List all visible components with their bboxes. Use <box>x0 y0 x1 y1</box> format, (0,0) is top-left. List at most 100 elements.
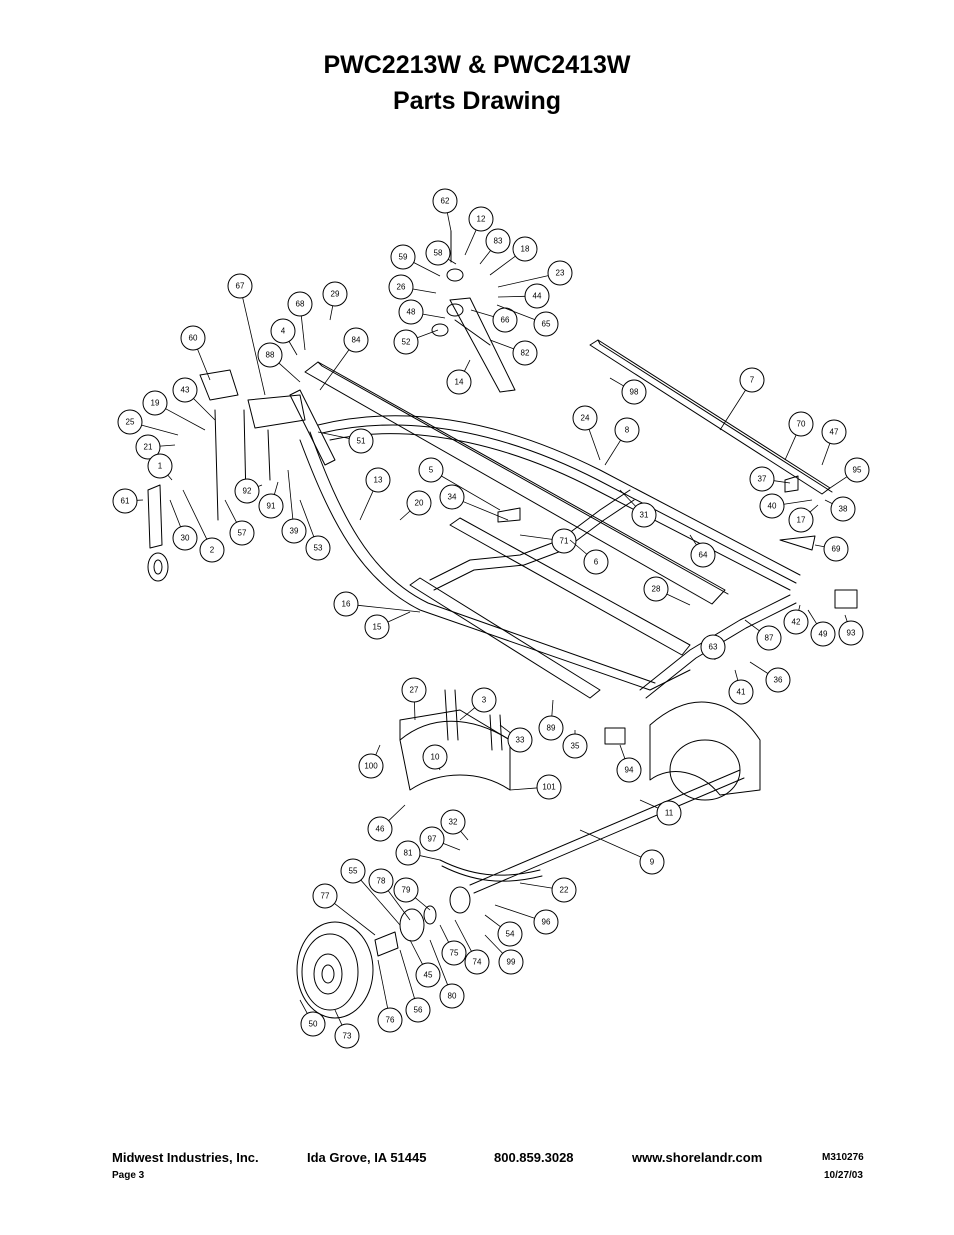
part-callout-81: 81 <box>395 840 441 866</box>
callout-number: 8 <box>625 426 630 435</box>
callout-number: 97 <box>428 835 437 844</box>
callout-balloon <box>498 949 524 975</box>
callout-number: 10 <box>431 753 440 762</box>
leader-line <box>387 611 411 623</box>
fender-right <box>649 701 761 796</box>
leader-line <box>441 475 501 511</box>
part-callout-36: 36 <box>749 661 791 693</box>
callout-number: 14 <box>455 378 464 387</box>
callout-balloon <box>334 1023 360 1049</box>
part-callout-93: 93 <box>838 614 864 646</box>
leader-line <box>159 444 176 447</box>
leader-line <box>357 604 421 613</box>
part-callout-28: 28 <box>643 576 691 606</box>
callout-balloon <box>135 434 161 460</box>
callout-balloon <box>365 467 391 493</box>
callout-balloon <box>401 677 427 703</box>
part-callout-76: 76 <box>377 959 403 1033</box>
leader-line <box>826 476 848 491</box>
part-callout-24: 24 <box>572 405 601 461</box>
callout-number: 93 <box>847 629 856 638</box>
callout-number: 44 <box>533 292 542 301</box>
footer-company: Midwest Industries, Inc. <box>112 1150 259 1165</box>
callout-balloon <box>432 188 458 214</box>
callout-number: 62 <box>441 197 450 206</box>
callout-number: 98 <box>630 388 639 397</box>
leader-line <box>479 250 491 265</box>
leader-line <box>784 434 797 461</box>
part-callout-65: 65 <box>496 304 559 337</box>
part-callout-19: 19 <box>142 390 206 431</box>
leader-line <box>824 499 833 504</box>
footer-website[interactable]: www.shorelandr.com <box>632 1150 763 1165</box>
callout-number: 28 <box>652 585 661 594</box>
leader-line <box>454 919 472 952</box>
part-callout-8: 8 <box>604 417 640 466</box>
callout-number: 7 <box>750 376 755 385</box>
part-callout-41: 41 <box>728 669 754 705</box>
part-callout-53: 53 <box>299 499 331 561</box>
part-callout-60: 60 <box>180 325 211 381</box>
callout-balloon <box>287 291 313 317</box>
part-callout-13: 13 <box>359 467 391 521</box>
callout-number: 30 <box>181 534 190 543</box>
leader-line <box>409 939 423 965</box>
leader-line <box>413 262 441 277</box>
callout-number: 48 <box>407 308 416 317</box>
part-callout-6: 6 <box>569 539 609 575</box>
callout-number: 39 <box>290 527 299 536</box>
callout-balloon <box>406 490 432 516</box>
callout-number: 66 <box>501 316 510 325</box>
callout-balloon <box>388 274 414 300</box>
callout-balloon <box>425 240 451 266</box>
callout-number: 99 <box>507 958 516 967</box>
leader-line <box>334 903 376 936</box>
leader-line <box>814 544 825 548</box>
part-callout-18: 18 <box>489 236 538 276</box>
leader-line <box>273 481 279 495</box>
callout-balloon <box>112 488 138 514</box>
callout-balloon <box>551 877 577 903</box>
callout-balloon <box>415 962 441 988</box>
callout-balloon <box>390 244 416 270</box>
callout-balloon <box>551 528 577 554</box>
callout-number: 77 <box>321 892 330 901</box>
part-callout-78: 78 <box>368 868 411 921</box>
callout-balloon <box>393 329 419 355</box>
callout-number: 88 <box>266 351 275 360</box>
leader-line <box>242 297 266 396</box>
part-callout-44: 44 <box>497 283 550 309</box>
callout-balloon <box>536 774 562 800</box>
frame-rail-left <box>299 439 691 691</box>
callout-balloon <box>117 409 143 435</box>
callout-balloon <box>614 417 640 443</box>
callout-number: 53 <box>314 544 323 553</box>
part-callout-84: 84 <box>319 327 369 391</box>
footer-date: 10/27/03 <box>824 1170 863 1181</box>
leader-line <box>257 484 263 487</box>
callout-balloon <box>270 318 296 344</box>
winch-post <box>289 389 336 466</box>
callout-number: 95 <box>853 466 862 475</box>
leader-line <box>414 701 416 721</box>
callout-number: 100 <box>364 762 378 771</box>
callout-number: 50 <box>309 1020 318 1029</box>
callout-balloon <box>172 525 198 551</box>
safety-chain <box>214 409 219 521</box>
part-callout-48: 48 <box>398 299 446 325</box>
leader-line <box>497 275 549 288</box>
callout-balloon <box>364 614 390 640</box>
callout-balloon <box>358 753 384 779</box>
leader-line <box>387 890 411 921</box>
leader-line <box>484 914 501 928</box>
callout-balloon <box>639 849 665 875</box>
leader-line <box>734 669 739 681</box>
trailer-line-art <box>147 230 858 1019</box>
part-callout-75: 75 <box>439 924 467 966</box>
part-callout-64: 64 <box>689 534 716 568</box>
part-callout-46: 46 <box>367 804 406 842</box>
part-callout-82: 82 <box>489 339 538 366</box>
callout-number: 87 <box>765 634 774 643</box>
part-callout-89: 89 <box>538 699 564 741</box>
part-callout-10: 10 <box>422 744 448 771</box>
